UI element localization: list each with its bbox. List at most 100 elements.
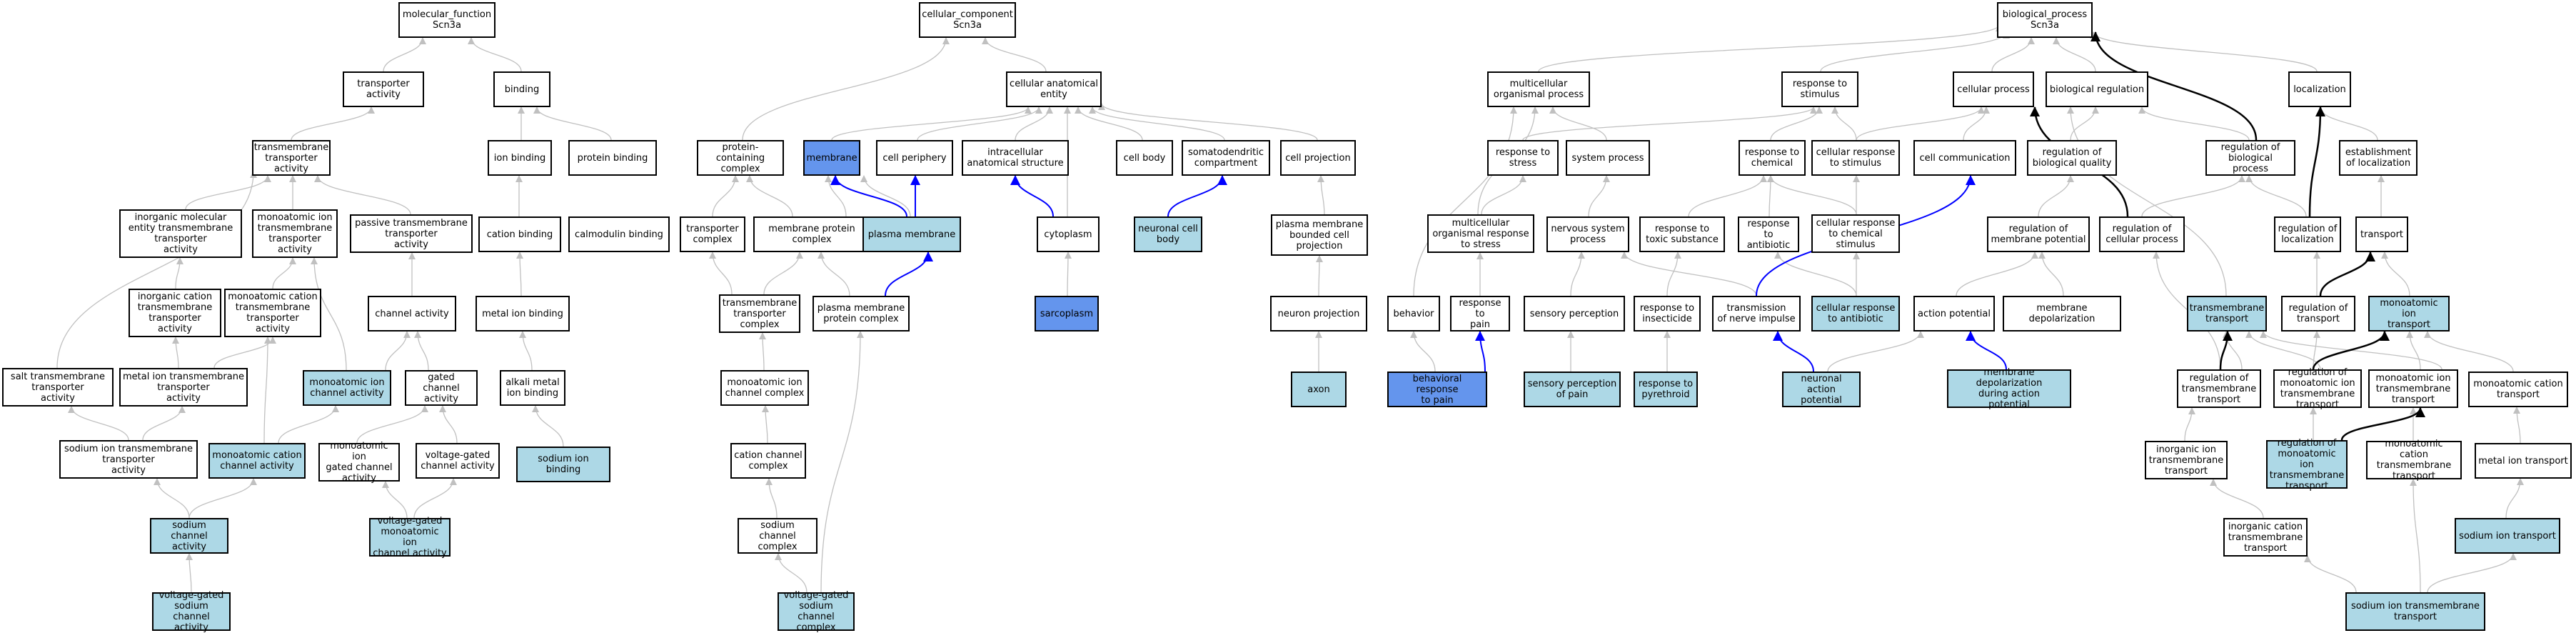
go-term-transporter-activity[interactable]: transporter activity [343, 71, 424, 107]
go-term-vg-monoatomic-ion-channel[interactable]: voltage-gated monoatomic ion channel act… [369, 516, 451, 559]
go-term-cellular-response-antibiotic[interactable]: cellular response to antibiotic [1811, 296, 1900, 332]
go-term-calmodulin-binding hl[interactable]: calmodulin binding [568, 216, 670, 252]
go-term-regulation-biological-process[interactable]: regulation of biological process [2205, 140, 2295, 176]
go-term-gated-channel[interactable]: gated channel activity [405, 370, 478, 406]
go-term-response-antibiotic[interactable]: response to antibiotic [1738, 216, 1799, 252]
go-term-cytoplasm[interactable]: cytoplasm [1037, 216, 1100, 252]
go-term-pm-bounded-projection[interactable]: plasma membrane bounded cell projection [1271, 214, 1368, 256]
go-term-inorganic-cation-tm-transport[interactable]: inorganic cation transmembrane transport [2223, 518, 2308, 557]
go-term-monoatomic-ion-channel-complex[interactable]: monoatomic ion channel complex [720, 370, 809, 406]
go-term-metal-ion-binding[interactable]: metal ion binding [476, 296, 570, 332]
go-term-nervous-system-process[interactable]: nervous system process [1546, 216, 1629, 252]
go-term-localization[interactable]: localization [2288, 71, 2351, 107]
go-term-monoatomic-cation-transport[interactable]: monoatomic cation transport [2468, 372, 2568, 407]
go-term-cell-projection[interactable]: cell projection [1280, 140, 1356, 176]
go-term-intracellular-structure[interactable]: intracellular anatomical structure [962, 140, 1069, 176]
go-term-response-to-stimulus[interactable]: response to stimulus [1781, 71, 1858, 107]
go-term-monoatomic-cation-tm-transport[interactable]: monoatomic cation transmembrane transpor… [2366, 439, 2462, 482]
go-term-response-toxic[interactable]: response to toxic substance [1639, 216, 1725, 252]
go-term-axon[interactable]: axon [1291, 372, 1347, 407]
go-term-cellular-response-stimulus[interactable]: cellular response to stimulus [1811, 140, 1900, 176]
go-term-membrane-protein-complex[interactable]: membrane protein complex [753, 216, 870, 252]
go-term-alkali-metal-binding[interactable]: alkali metal ion binding [500, 370, 565, 406]
go-term-mf-root[interactable]: molecular_function Scn3a [398, 2, 495, 38]
go-term-regulation-localization[interactable]: regulation of localization [2274, 216, 2341, 252]
go-term-regulation-tm-transport[interactable]: regulation of transmembrane transport [2177, 369, 2261, 408]
go-term-channel-activity[interactable]: channel activity [368, 296, 456, 332]
go-term-tm-transporter-complex[interactable]: transmembrane transporter complex [719, 294, 800, 333]
go-term-cell-periphery[interactable]: cell periphery [876, 140, 953, 176]
go-term-vg-sodium-channel-complex[interactable]: voltage-gated sodium channel complex [778, 590, 855, 633]
go-term-cation-binding[interactable]: cation binding [478, 216, 561, 252]
go-term-transmembrane-transport[interactable]: transmembrane transport [2187, 296, 2267, 332]
go-term-transmission-nerve-impulse[interactable]: transmission of nerve impulse [1712, 296, 1801, 332]
go-term-response-to-stress[interactable]: response to stress [1487, 140, 1559, 176]
go-term-monoatomic-ion-gated[interactable]: monoatomic ion gated channel activity [318, 441, 400, 484]
go-term-regulation-biological-quality[interactable]: regulation of biological quality [2027, 140, 2117, 176]
go-term-cation-channel-complex[interactable]: cation channel complex [730, 443, 806, 479]
go-term-sensory-perception-pain[interactable]: sensory perception of pain [1524, 372, 1621, 407]
go-term-sarcoplasm[interactable]: sarcoplasm [1035, 296, 1099, 332]
go-term-vg-sodium-channel[interactable]: voltage-gated sodium channel activity [152, 590, 231, 633]
go-term-response-pyrethroid[interactable]: response to pyrethroid [1634, 372, 1698, 407]
go-term-monoatomic-ion-transport[interactable]: monoatomic ion transport [2368, 296, 2450, 332]
go-term-biological-regulation[interactable]: biological regulation [2046, 71, 2148, 107]
go-term-cell-body[interactable]: cell body [1116, 140, 1173, 176]
go-term-bp-root[interactable]: biological_process Scn3a [1997, 2, 2093, 38]
go-term-metal-ion-tm[interactable]: metal ion transmembrane transporter acti… [119, 368, 248, 407]
go-term-neuronal-action-potential[interactable]: neuronal action potential [1782, 372, 1861, 407]
go-term-passive-tm[interactable]: passive transmembrane transporter activi… [350, 214, 473, 253]
go-term-ion-binding[interactable]: ion binding [488, 140, 552, 176]
go-term-membrane[interactable]: membrane [803, 140, 860, 176]
go-term-cc-root[interactable]: cellular_component Scn3a [919, 2, 1016, 38]
go-term-transport[interactable]: transport [2355, 216, 2408, 252]
go-term-behavior[interactable]: behavior [1387, 296, 1440, 332]
go-term-monoatomic-ion-tm-transport[interactable]: monoatomic ion transmembrane transport [2368, 369, 2458, 408]
go-term-multicellular-response-stress[interactable]: multicellular organismal response to str… [1427, 214, 1534, 253]
go-term-system-process[interactable]: system process [1566, 140, 1650, 176]
go-term-response-insecticide[interactable]: response to insecticide [1634, 296, 1701, 332]
go-term-sodium-ion-tm[interactable]: sodium ion transmembrane transporter act… [59, 440, 198, 479]
go-term-inorg-mol-tm[interactable]: inorganic molecular entity transmembrane… [119, 209, 242, 258]
go-term-response-to-pain[interactable]: response to pain [1450, 296, 1510, 332]
go-term-metal-ion-transport[interactable]: metal ion transport [2475, 443, 2572, 479]
go-term-membrane-depol-during-ap[interactable]: membrane depolarization during action po… [1947, 367, 2071, 410]
go-term-multicellular-organismal[interactable]: multicellular organismal process [1487, 71, 1590, 107]
go-term-establishment-localization[interactable]: establishment of localization [2339, 140, 2417, 176]
go-term-inorg-cation-tm[interactable]: inorganic cation transmembrane transport… [129, 289, 221, 337]
go-term-sodium-ion-tm-transport[interactable]: sodium ion transmembrane transport [2345, 592, 2485, 631]
go-term-regulation-cellular-process[interactable]: regulation of cellular process [2099, 216, 2185, 252]
go-term-cellular-response-chemical[interactable]: cellular response to chemical stimulus [1811, 214, 1900, 253]
go-term-response-to-chemical[interactable]: response to chemical [1739, 140, 1806, 176]
go-term-voltage-gated-channel[interactable]: voltage-gated channel activity [416, 443, 500, 479]
go-term-neuron-projection[interactable]: neuron projection [1270, 296, 1367, 332]
go-term-regulation-transport[interactable]: regulation of transport [2281, 296, 2355, 332]
go-term-sodium-ion-binding[interactable]: sodium ion binding [516, 447, 610, 482]
go-term-behavioral-response-pain[interactable]: behavioral response to pain [1387, 372, 1487, 407]
go-term-salt-tm[interactable]: salt transmembrane transporter activity [2, 368, 114, 407]
go-term-somatodendritic[interactable]: somatodendritic compartment [1182, 140, 1270, 176]
go-term-reg-monoatomic-ion-tm-transport[interactable]: regulation of monoatomic ion transmembra… [2266, 438, 2348, 492]
go-term-sodium-ion-transport[interactable]: sodium ion transport [2455, 518, 2560, 554]
go-term-sensory-perception[interactable]: sensory perception [1524, 296, 1625, 332]
go-term-binding[interactable]: binding [493, 71, 550, 107]
go-term-transporter-complex[interactable]: transporter complex [680, 216, 745, 252]
go-term-sodium-channel[interactable]: sodium channel activity [150, 518, 228, 554]
go-term-cellular-process[interactable]: cellular process [1953, 71, 2034, 107]
go-term-protein-binding[interactable]: protein binding [568, 140, 657, 176]
go-term-neuronal-cell-body[interactable]: neuronal cell body [1134, 216, 1202, 252]
go-term-regulation-membrane-potential[interactable]: regulation of membrane potential [1987, 216, 2090, 252]
go-term-regulation-monoatomic-ion-tm[interactable]: regulation of monoatomic ion transmembra… [2273, 367, 2362, 410]
go-term-monoatomic-cation-channel[interactable]: monoatomic cation channel activity [208, 443, 306, 479]
go-term-monoatomic-cation-tm[interactable]: monoatomic cation transmembrane transpor… [224, 289, 321, 337]
go-term-membrane-depolarization[interactable]: membrane depolarization [2003, 296, 2121, 332]
go-term-action-potential[interactable]: action potential [1913, 296, 1995, 332]
go-term-inorganic-ion-tm-transport[interactable]: inorganic ion transmembrane transport [2145, 441, 2228, 479]
go-term-plasma-membrane[interactable]: plasma membrane [862, 216, 961, 252]
go-term-sodium-channel-complex[interactable]: sodium channel complex [738, 518, 817, 554]
go-term-protein-containing-complex[interactable]: protein-containing complex [697, 140, 784, 176]
go-term-monoatomic-ion-channel[interactable]: monoatomic ion channel activity [303, 370, 391, 406]
go-term-tm-transporter-activity[interactable]: transmembrane transporter activity [252, 140, 331, 176]
go-term-monoatomic-ion-tm[interactable]: monoatomic ion transmembrane transporter… [252, 209, 338, 258]
go-term-pm-protein-complex[interactable]: plasma membrane protein complex [812, 296, 910, 332]
